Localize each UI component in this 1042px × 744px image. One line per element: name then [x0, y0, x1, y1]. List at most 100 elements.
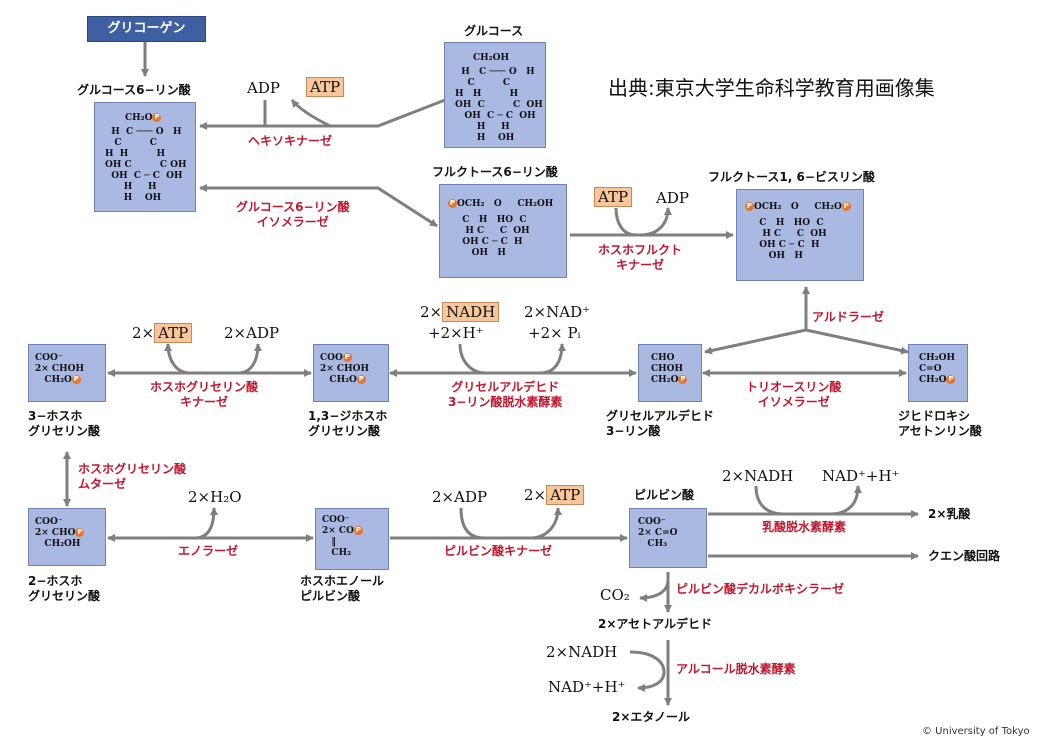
glucose-label: グルコース [464, 24, 524, 38]
f6p-label: フルクトース6−リン酸 [432, 165, 558, 179]
source-note: 出典:東京大学生命科学教育用画像集 [608, 76, 935, 100]
structure-row: OH C C OH [455, 100, 543, 110]
pyruvate-box: COO⁻2× C=O CH₃ [629, 508, 707, 568]
ldh-label: 乳酸脱水素酵素 [762, 520, 847, 534]
structure-row: H OH [105, 193, 162, 203]
phosphate-icon: P [152, 113, 162, 122]
adh-nadh: 2×NADH [546, 643, 618, 661]
pg2-label: 2−ホスホグリセリン酸 [28, 574, 101, 603]
phosphate-icon: P [678, 375, 688, 384]
pdc-label: ピルビン酸デカルボキシラーゼ [676, 582, 845, 596]
gapdh-nad: 2×NAD⁺ [524, 303, 591, 321]
pk-label: ピルビン酸キナーゼ [444, 544, 553, 558]
phosphate-icon: P [342, 353, 352, 362]
structure-row: OH H [753, 251, 803, 261]
gapdh-pi: +2× Pᵢ [528, 324, 581, 342]
ldh-nad: NAD⁺+H⁺ [822, 467, 900, 485]
phosphate-icon: P [448, 199, 457, 208]
pgm-label: ホスホグリセリン酸ムターゼ [78, 462, 187, 491]
structure-row: OH C ─ C H [753, 240, 820, 250]
structure-row: OH C ─ C OH [105, 171, 183, 181]
pyruvate-structure: COO⁻2× C=O CH₃ [638, 517, 677, 550]
pyruvate-label: ピルビン酸 [634, 488, 695, 502]
structure-line: 2× C=O [638, 528, 678, 538]
ldh-nadh: 2×NADH [722, 467, 794, 485]
acetaldehyde-label: 2×アセトアルデヒド [598, 617, 713, 631]
f6p-ring: C H HO C H C C OH OH C ─ C H OH H [456, 215, 530, 259]
structure-row: H H [105, 182, 157, 192]
structure-line: CHO [651, 353, 675, 363]
structure-row: H C ─── O H [105, 127, 182, 137]
pfk-adp: ADP [656, 189, 689, 207]
f16bp-ring: C H HO C H C C OH OH C ─ C H OH H [753, 218, 826, 262]
phosphate-icon: P [841, 202, 851, 211]
f16bp-label: フルクトース1, 6−ビスリン酸 [708, 170, 875, 184]
structure-row: OH C ─ C OH [455, 111, 536, 121]
pk-atp: 2×ATP [524, 485, 585, 505]
co2: CO₂ [600, 586, 630, 604]
structure-line: CH₂OH [919, 353, 955, 363]
structure-row: OH H [456, 248, 506, 258]
glucose-structure: CH₂OH [473, 53, 509, 63]
enolase-h2o: 2×H₂O [188, 488, 242, 506]
glycogen-box: グリコーゲン [87, 16, 206, 42]
aldolase-label: アルドラーゼ [812, 310, 884, 324]
lactate-label: 2×乳酸 [928, 507, 971, 521]
adh-label: アルコール脱水素酵素 [676, 662, 796, 676]
structure-row: H C C OH [456, 226, 530, 236]
hk-atp: ATP [306, 77, 345, 97]
structure-line: COO⁻ [322, 515, 350, 525]
structure-line: ‖ [322, 537, 336, 547]
pg3-label: 3−ホスホグリセリン酸 [28, 409, 101, 438]
hk-adp: ADP [247, 79, 280, 97]
tca-label: クエン酸回路 [928, 549, 1001, 563]
structure-row: H C ─── O H [455, 67, 535, 77]
structure-line: COO⁻ [638, 517, 666, 527]
structure-line: 2× CHOH [320, 364, 369, 374]
structure-row: H H [455, 122, 510, 132]
g6p-label: グルコース6−リン酸 [77, 83, 191, 97]
pgk-label: ホスホグリセリン酸キナーゼ [150, 380, 259, 409]
phosphate-icon: P [71, 375, 81, 384]
structure-row: C H HO C [456, 215, 527, 225]
structure-line: CH₃ [638, 539, 668, 549]
structure-line: CH₂OH [35, 539, 81, 549]
enolase-label: エノラーゼ [178, 544, 239, 558]
pfk-atp: ATP [594, 187, 633, 207]
bpg13-label: 1,3−ジホスホグリセリン酸 [308, 409, 388, 438]
pgk-adp: 2×ADP [224, 324, 280, 342]
hexokinase-label: ヘキソキナーゼ [248, 134, 333, 148]
structure-line: COO⁻ [35, 353, 63, 363]
structure-line: CHOH [651, 364, 684, 374]
structure-row: H OH [455, 133, 515, 143]
structure-row: H H H [105, 149, 165, 159]
phosphate-icon: P [745, 202, 754, 211]
pk-adp: 2×ADP [432, 488, 488, 506]
gapdh-h: +2×H⁺ [428, 324, 484, 342]
